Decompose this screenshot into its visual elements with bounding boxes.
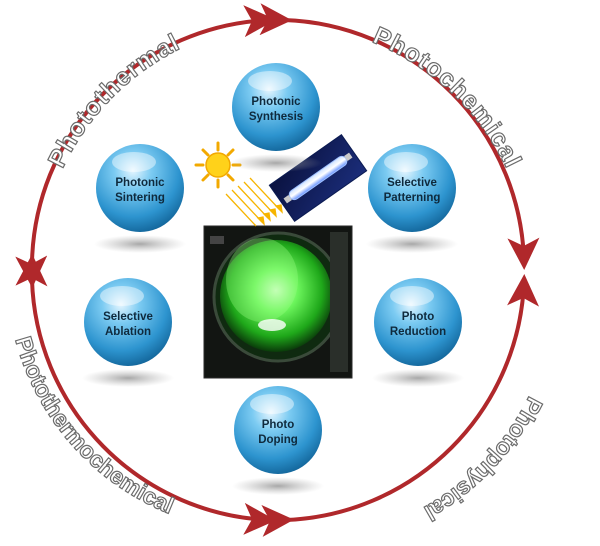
arrow-top-right xyxy=(259,3,540,270)
sphere-ball xyxy=(368,144,456,232)
sphere-shadow xyxy=(230,154,322,172)
sphere-shadow xyxy=(232,477,324,495)
sphere-shadow xyxy=(366,235,458,253)
sphere-highlight xyxy=(250,394,294,414)
sphere-ball xyxy=(234,386,322,474)
sphere-ball xyxy=(84,278,172,366)
arrow-bottom-left xyxy=(15,255,276,535)
sphere-ball xyxy=(232,63,320,151)
sphere-shadow xyxy=(82,369,174,387)
sphere-ball xyxy=(374,278,462,366)
sphere-highlight xyxy=(384,152,428,172)
sphere-highlight xyxy=(390,286,434,306)
sphere-shadow xyxy=(372,369,464,387)
glowing-chamber xyxy=(220,240,332,352)
sphere-highlight xyxy=(248,71,292,91)
arrow-top-left xyxy=(15,5,276,287)
sphere-ball xyxy=(96,144,184,232)
light-rays-icon xyxy=(225,177,283,227)
center-photo xyxy=(203,225,353,379)
cycle-arrows xyxy=(15,3,540,537)
sphere-shadow xyxy=(94,235,186,253)
arc-label-photothermochemical: Photothermochemical xyxy=(10,333,177,518)
sphere-highlight xyxy=(100,286,144,306)
arrow-bottom-right xyxy=(261,274,540,537)
sphere-highlight xyxy=(112,152,156,172)
arc-label-photothermal: Photothermal xyxy=(43,28,185,172)
